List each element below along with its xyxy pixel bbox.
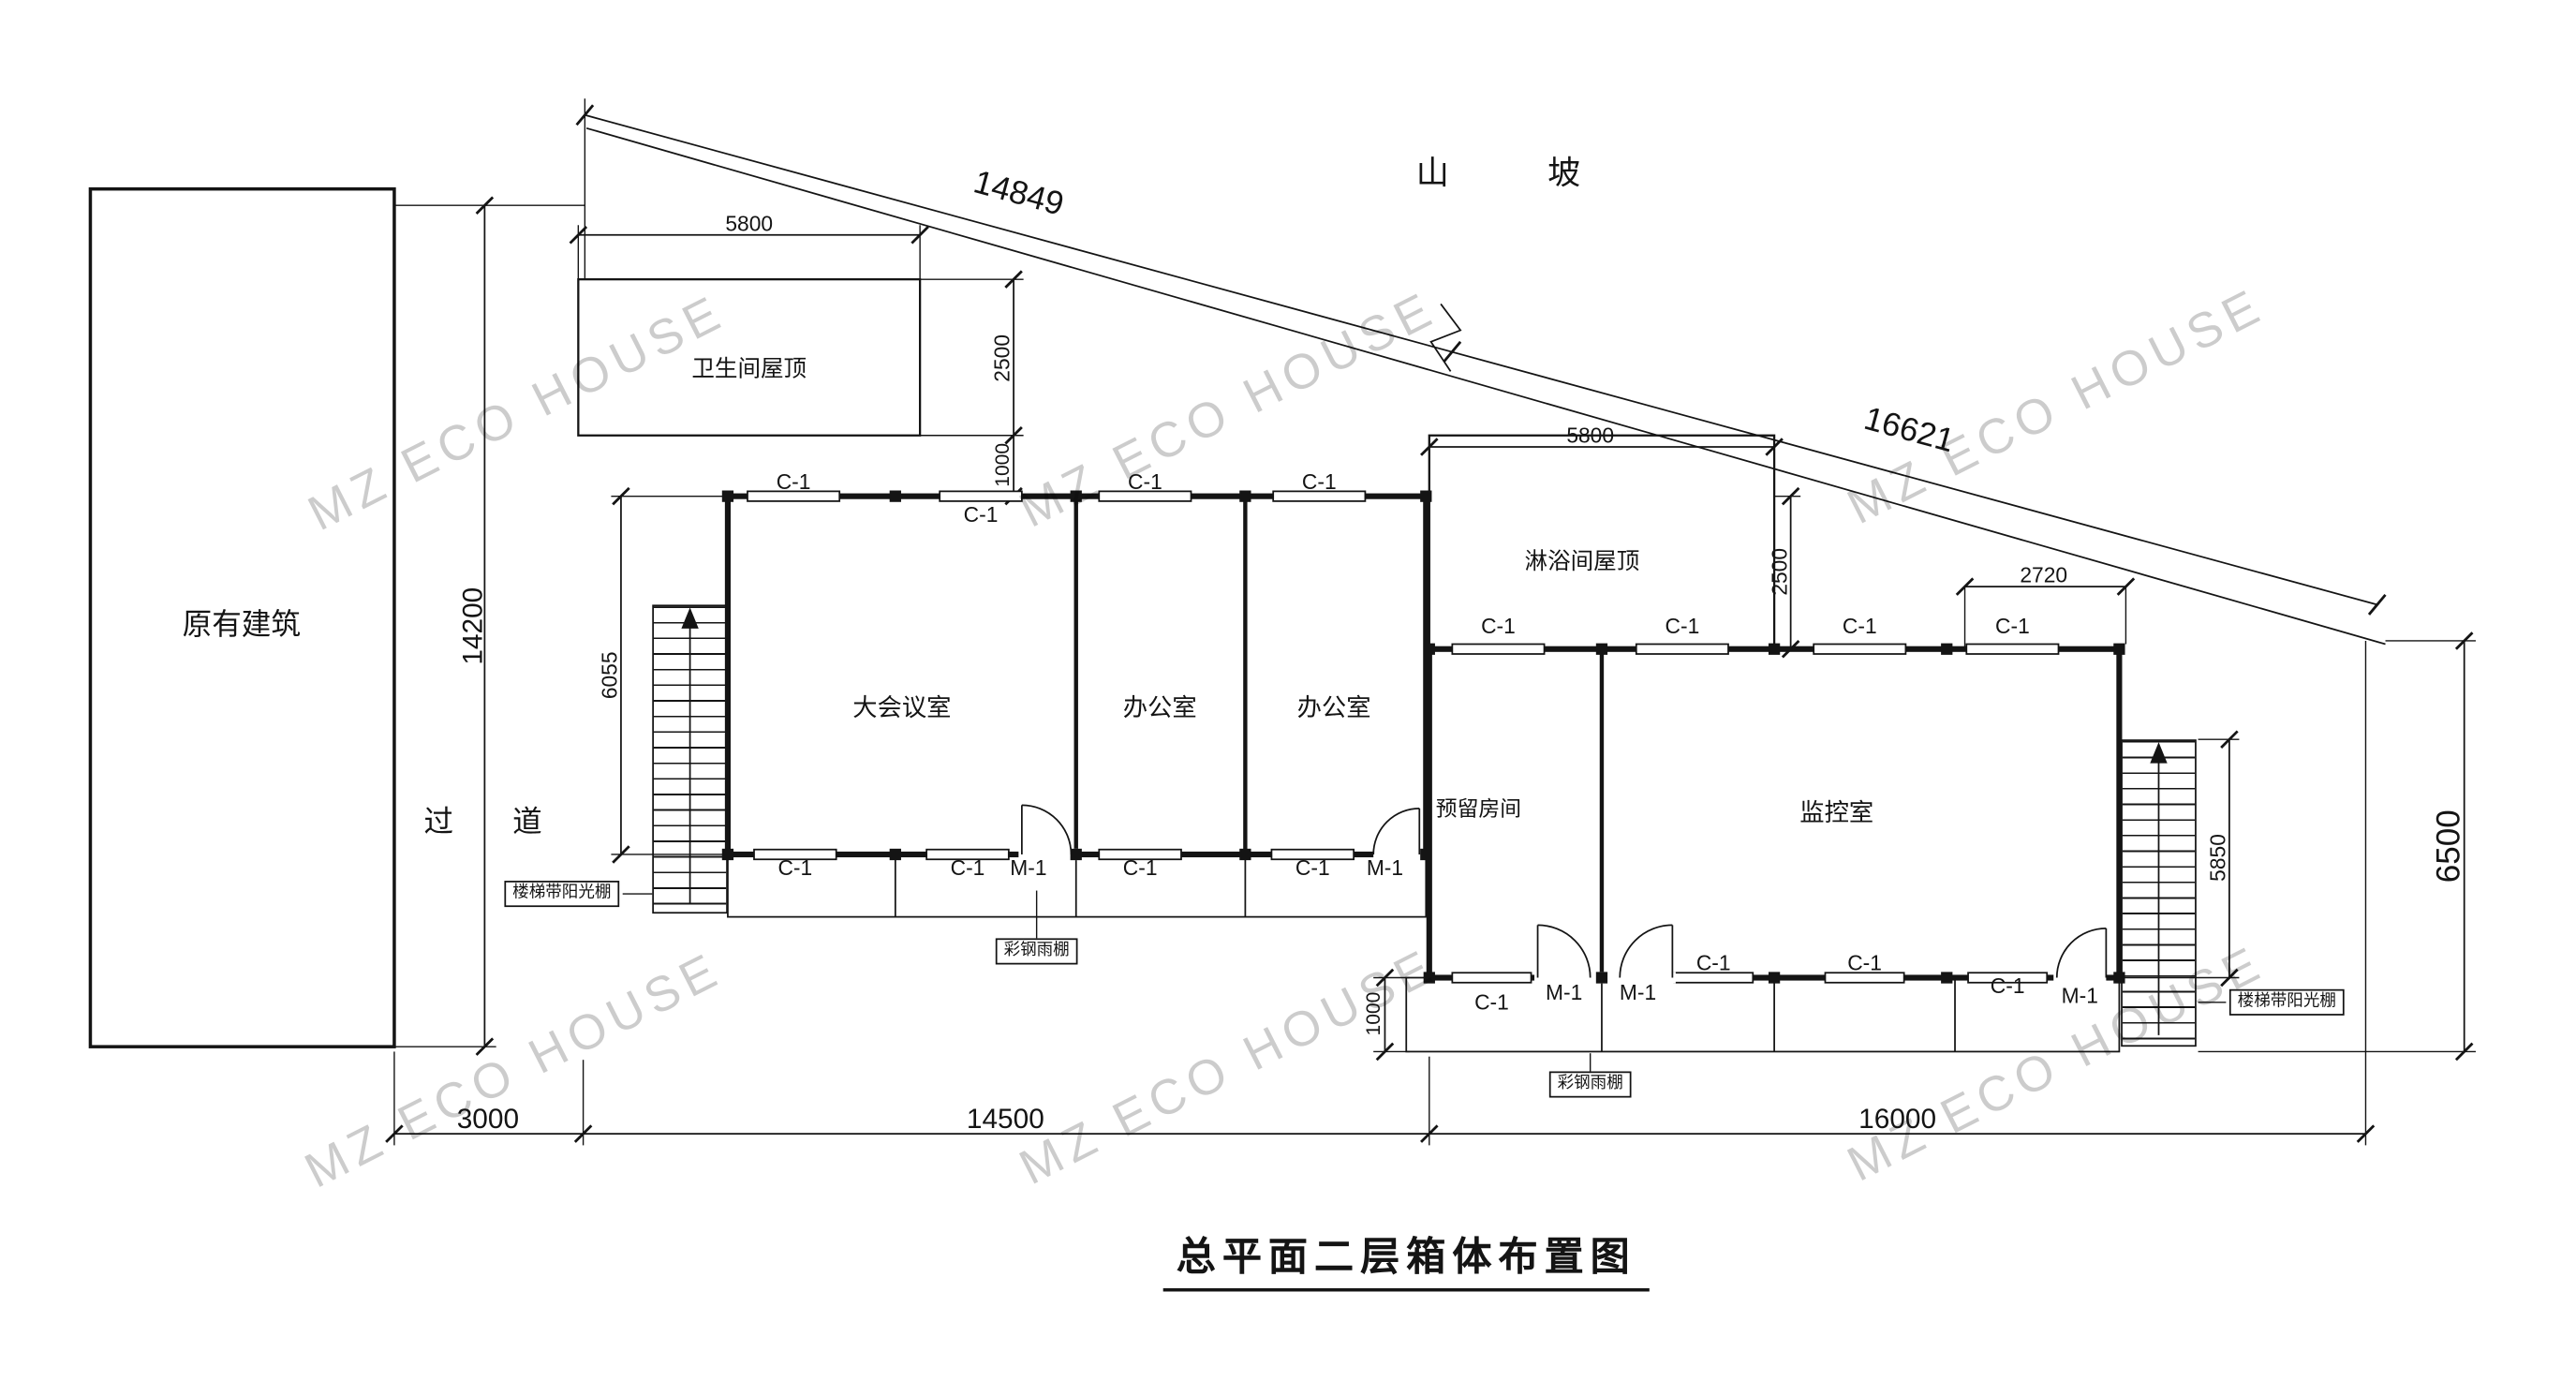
dim-block-height: 6055 bbox=[597, 651, 622, 700]
dim-bottom-c: 16000 bbox=[1858, 1103, 1937, 1135]
corridor-label: 过 道 bbox=[423, 805, 542, 839]
window-marks bbox=[747, 490, 2060, 984]
existing-building-label: 原有建筑 bbox=[182, 607, 301, 641]
door-tag: M-1 bbox=[1545, 980, 1583, 1005]
dim-shower-height: 2500 bbox=[1767, 547, 1792, 596]
slope-lines bbox=[575, 98, 2387, 646]
steel-canopy-label: 彩钢雨棚 bbox=[1548, 1071, 1632, 1098]
dim-lines-right bbox=[2122, 631, 2476, 1062]
monitor-room-label: 监控室 bbox=[1799, 799, 1874, 828]
dim-bottom-b: 14500 bbox=[966, 1103, 1044, 1135]
meeting-room-label: 大会议室 bbox=[852, 693, 952, 722]
dim-monitor-height: 5850 bbox=[2205, 834, 2230, 882]
office-label: 办公室 bbox=[1122, 693, 1197, 722]
dim-bottom-a: 3000 bbox=[456, 1103, 520, 1135]
steel-canopy-label: 彩钢雨棚 bbox=[995, 938, 1078, 965]
dim-toilet-width: 5800 bbox=[725, 211, 774, 236]
door-tag: M-1 bbox=[1366, 854, 1404, 881]
stairs-left bbox=[652, 604, 728, 914]
door-tag: M-1 bbox=[2061, 983, 2098, 1008]
window-tag: C-1 bbox=[1301, 468, 1337, 495]
window-tag: C-1 bbox=[1128, 468, 1162, 495]
dim-gap: 1000 bbox=[990, 442, 1014, 487]
existing-building-outline bbox=[88, 186, 396, 1048]
window-tag: C-1 bbox=[1990, 973, 2025, 999]
office-label: 办公室 bbox=[1296, 693, 1371, 722]
window-tag: C-1 bbox=[1122, 854, 1158, 881]
dim-toilet-height: 2500 bbox=[989, 334, 1014, 382]
dim-lines-left bbox=[393, 196, 585, 1056]
window-tag: C-1 bbox=[963, 501, 999, 527]
window-tag: C-1 bbox=[1481, 614, 1516, 639]
door-tag: M-1 bbox=[1619, 980, 1657, 1005]
reserved-room-label: 预留房间 bbox=[1435, 795, 1522, 822]
drawing-title: 总平面二层箱体布置图 bbox=[1162, 1238, 1650, 1292]
dim-right-height: 6500 bbox=[2431, 809, 2468, 884]
stairs-right bbox=[2121, 739, 2197, 1047]
window-tag: C-1 bbox=[777, 854, 813, 881]
window-tag: C-1 bbox=[776, 468, 811, 495]
toilet-roof bbox=[569, 225, 1024, 506]
dim-monitor-width: 2720 bbox=[2020, 562, 2068, 587]
window-tag: C-1 bbox=[1842, 614, 1877, 639]
shower-roof-label: 淋浴间屋顶 bbox=[1524, 547, 1640, 574]
corner-columns bbox=[721, 490, 2125, 984]
window-tag: C-1 bbox=[950, 854, 985, 881]
dim-shower-width: 5800 bbox=[1566, 423, 1615, 448]
window-tag: C-1 bbox=[1665, 614, 1700, 639]
stair-canopy-label: 楼梯带阳光棚 bbox=[504, 881, 620, 908]
window-tag: C-1 bbox=[1295, 854, 1330, 881]
door-swings bbox=[1020, 804, 2108, 978]
dim-canopy-height: 1000 bbox=[1361, 991, 1385, 1036]
hillside-label: 山 坡 bbox=[1415, 156, 1581, 193]
window-tag: C-1 bbox=[1995, 614, 2030, 639]
door-tag: M-1 bbox=[1010, 854, 1047, 881]
stair-canopy-label: 楼梯带阳光棚 bbox=[2228, 988, 2345, 1016]
window-tag: C-1 bbox=[1474, 989, 1509, 1015]
window-tag: C-1 bbox=[1695, 950, 1731, 975]
dim-lines-bottom bbox=[385, 640, 2376, 1146]
break-symbol bbox=[1429, 303, 1462, 372]
window-tag: C-1 bbox=[1847, 950, 1882, 975]
toilet-roof-label: 卫生间屋顶 bbox=[691, 354, 807, 381]
dim-site-height: 14200 bbox=[457, 587, 489, 665]
